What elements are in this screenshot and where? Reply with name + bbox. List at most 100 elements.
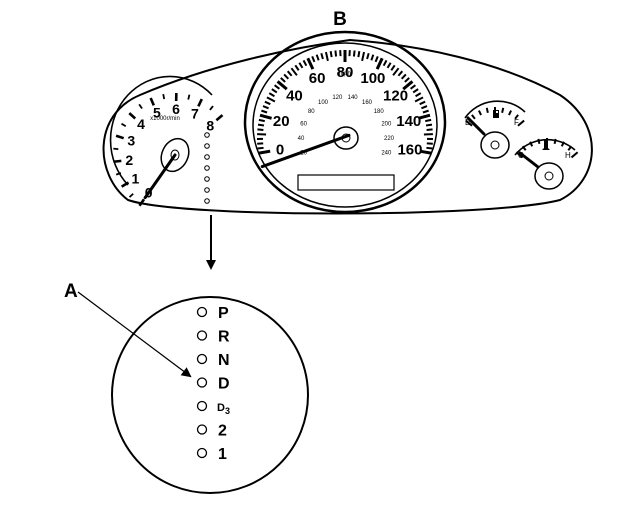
speedometer-kmh-number: 20 [300, 150, 307, 156]
tachometer-tick [121, 122, 127, 128]
speedometer-tick [320, 52, 324, 60]
speedometer-tick [298, 62, 304, 69]
cluster-housing [102, 38, 593, 215]
fuel-full-label: F [514, 118, 519, 127]
temperature-icon [542, 140, 550, 150]
tachometer-needle [143, 153, 177, 200]
speedometer-tick [261, 109, 268, 114]
speedometer-number: 60 [309, 70, 326, 87]
speedometer-tick [402, 80, 414, 91]
speedometer-kmh-number: 240 [381, 150, 392, 156]
tachometer-number: 6 [172, 101, 180, 117]
speedometer-kmh-number: 180 [374, 109, 385, 115]
gauge-tick [529, 141, 534, 147]
speedometer-tick [426, 146, 433, 150]
gear-indicator-light [196, 330, 208, 341]
speedometer-tick [421, 105, 428, 110]
gear-label: P [218, 305, 229, 322]
gauge-tick [465, 119, 473, 127]
gauge-tick [471, 114, 476, 120]
tachometer-tick [149, 97, 155, 106]
speedometer-needle [260, 133, 351, 169]
speedometer-tick [257, 146, 264, 150]
gear-label: R [218, 329, 230, 346]
gear-indicator-light [196, 400, 208, 412]
speedometer-tick [357, 51, 361, 58]
speedometer-kmh-number: 80 [308, 109, 315, 115]
speedometer-number: 120 [383, 88, 408, 105]
speedometer-tick [258, 118, 265, 123]
speedometer-tick [425, 123, 433, 127]
gauge-tick [485, 107, 489, 113]
odometer-display [297, 174, 395, 191]
speedometer-tick [422, 109, 429, 114]
tachometer: 012345678 x1000r/min [109, 75, 224, 207]
speedometer-tick [352, 50, 356, 57]
speedometer-kmh-number: 200 [381, 122, 392, 128]
speedometer-tick [414, 96, 424, 103]
tachometer-tick [187, 94, 191, 100]
speedometer-unit: mph [339, 71, 351, 77]
callout-b-label: B [333, 9, 347, 30]
speedometer-tick [294, 64, 300, 71]
speedometer-tick [334, 50, 338, 57]
cluster-gear-dot [204, 143, 210, 149]
speedometer-tick [419, 149, 432, 155]
fuel-pump-icon [493, 110, 499, 118]
speedometer-tick [361, 51, 366, 62]
speedometer-tick [426, 128, 433, 131]
cluster-gear-dot [204, 176, 210, 182]
speedometer-tick [276, 80, 288, 91]
tachometer-tick [215, 114, 224, 122]
speedometer-tick [286, 70, 293, 77]
temp-hot-label: H [565, 151, 571, 160]
speedometer-tick [302, 59, 308, 67]
cluster-gear-dot [204, 165, 210, 171]
speedometer-tick [412, 88, 419, 94]
speedometer-tick [266, 96, 276, 103]
gear-label: D3 [217, 402, 230, 416]
gauge-tick [515, 151, 524, 159]
gauge-tick [570, 151, 579, 159]
gear-label: 2 [218, 423, 227, 440]
speedometer-tick [409, 84, 416, 90]
speedometer-tick [386, 62, 392, 69]
gear-label: N [218, 352, 230, 369]
gear-indicator-light [196, 353, 208, 365]
tachometer-number: 4 [137, 116, 145, 132]
magnified-indicator-circle [111, 296, 309, 494]
tachometer-unit: x1000r/min [150, 116, 180, 122]
gear-indicator-light [196, 306, 208, 318]
fuel-gauge: E F [464, 100, 526, 159]
cluster-gear-dot [204, 154, 210, 160]
speedometer-tick [415, 92, 422, 98]
speedometer-tick [418, 113, 431, 120]
speedometer-kmh-number: 220 [384, 136, 395, 142]
fuel-gauge-ticks [465, 107, 525, 127]
speedometer-kmh-number: 160 [362, 100, 373, 106]
callout-a-label: A [64, 281, 78, 302]
tachometer-tick [128, 193, 134, 198]
speedometer-tick [264, 100, 271, 106]
speedometer-tick [366, 52, 370, 60]
speedometer-tick [311, 55, 316, 63]
speedometer-tick [259, 113, 272, 120]
gauge-tick [537, 138, 541, 145]
gauge-tick [553, 138, 557, 145]
gear-indicator-light [196, 377, 208, 388]
speedometer-tick [390, 64, 396, 71]
tachometer-number: 3 [127, 133, 135, 149]
gauge-tick [560, 141, 565, 147]
speedometer-tick [257, 128, 264, 131]
fuel-gauge-needle [466, 116, 486, 136]
cluster-gear-dot [204, 198, 210, 204]
temp-gauge-needle [518, 151, 540, 169]
speedometer-tick [306, 57, 315, 70]
callout-a-pointer [77, 291, 192, 378]
speedometer-tick [274, 84, 281, 90]
speedometer-tick [280, 77, 286, 83]
tachometer-tick [115, 172, 122, 176]
